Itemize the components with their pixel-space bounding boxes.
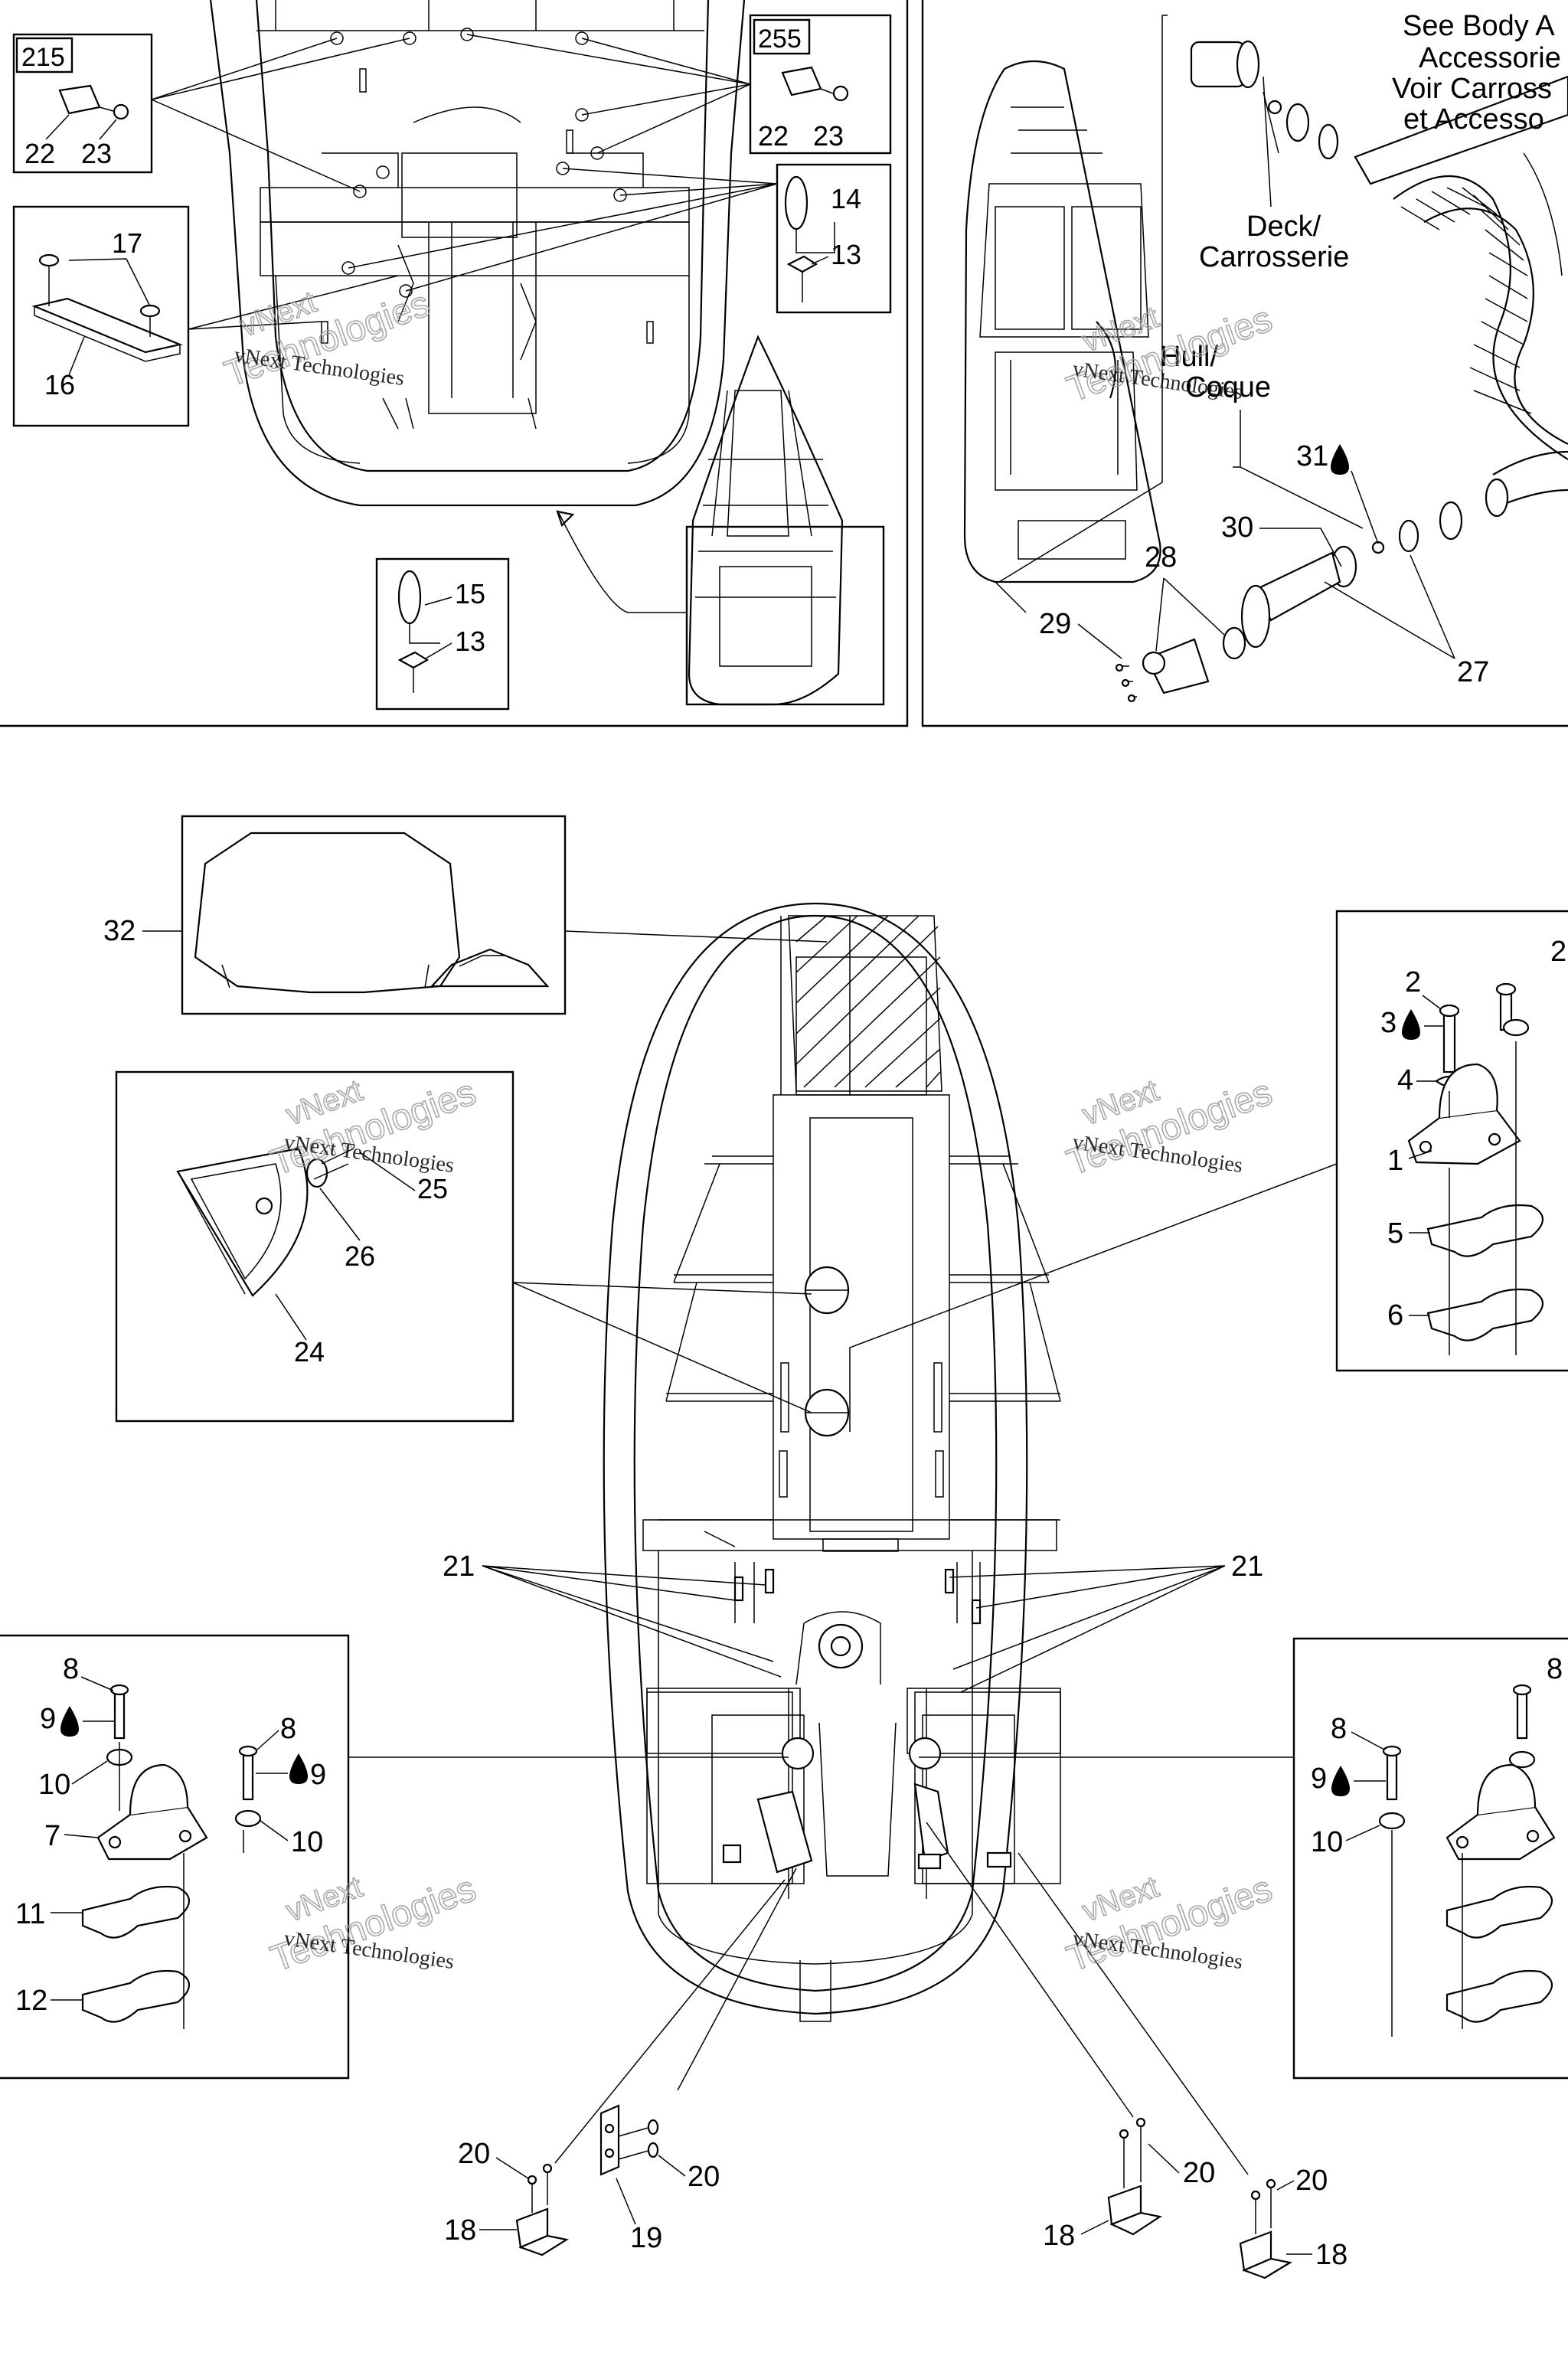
engine-mount-right: 2 2 3 4 1 5 6 (849, 936, 1566, 1432)
see-body-line1: See Body A (1403, 10, 1555, 42)
callout-9: 9 (40, 1703, 56, 1735)
drain-hose-assembly (963, 60, 1161, 583)
main-hull-top-view (603, 902, 1061, 2022)
callout-box-14-13: 14 13 (776, 163, 892, 314)
callout-31: 31 (1296, 440, 1328, 472)
drop-icon (1402, 1009, 1420, 1040)
callout-box-255: 255 22 23 (749, 14, 892, 155)
callout-17: 17 (112, 227, 142, 259)
see-body-line4: et Accesso (1403, 103, 1544, 136)
callout-20: 20 (1295, 2165, 1328, 2197)
callout-8: 8 (1547, 1653, 1563, 1685)
hatched-storage-area (788, 915, 942, 1092)
callout-32: 32 (103, 915, 136, 947)
callout-20: 20 (688, 2161, 720, 2193)
callout-22: 22 (758, 120, 789, 152)
cover-panel-32: 32 (103, 832, 828, 994)
callout-12: 12 (15, 1985, 47, 2017)
callout-30: 30 (1221, 511, 1253, 544)
callout-18: 18 (444, 2214, 476, 2247)
callout-19: 19 (630, 2222, 662, 2254)
callout-23: 23 (81, 138, 112, 169)
callout-box-215: 215 22 23 (12, 33, 153, 174)
label-hull-fr: Coque (1185, 371, 1271, 404)
callout-21: 21 (1231, 1551, 1263, 1583)
leader-lines-22-23-left (151, 38, 410, 192)
leader-lines-17-16 (188, 275, 399, 330)
callout-3: 3 (1380, 1007, 1396, 1039)
bracket-24-panel: 25 26 24 (176, 1147, 812, 1413)
callout-11: 11 (15, 1898, 45, 1930)
leader-lines-14-13 (348, 168, 778, 292)
callout-box-15-13: 15 13 (375, 557, 510, 711)
callout-1: 1 (1387, 1145, 1403, 1177)
drop-icon (289, 1753, 308, 1784)
callout-21: 21 (443, 1551, 475, 1583)
callout-8: 8 (280, 1713, 296, 1745)
callout-20: 20 (458, 2138, 490, 2170)
engine-mount-left: 8 9 10 8 9 10 7 11 12 (15, 1653, 789, 2029)
callout-10: 10 (291, 1826, 323, 1858)
bottom-brackets: 20 18 20 19 20 18 20 18 (444, 1822, 1348, 2279)
callout-9: 9 (1311, 1763, 1327, 1795)
hose-fittings (1115, 40, 1568, 703)
callout-2: 2 (1405, 966, 1421, 998)
leader-lines-22-23-right (466, 34, 751, 154)
callouts-right-top: Deck/ Carrosserie Hull/ Coque See Body A… (1039, 10, 1563, 688)
mini-hull-inset (556, 335, 885, 706)
callout-9: 9 (310, 1759, 326, 1791)
callout-26: 26 (345, 1240, 375, 1272)
callout-14: 14 (831, 183, 861, 214)
label-deck-fr: Carrosserie (1199, 241, 1349, 273)
callout-4: 4 (1397, 1064, 1413, 1096)
callout-15: 15 (455, 578, 485, 609)
callout-6: 6 (1387, 1299, 1403, 1332)
label-255: 255 (758, 25, 802, 54)
callout-5: 5 (1387, 1217, 1403, 1250)
callout-10: 10 (38, 1769, 70, 1801)
hull-interior-view (209, 0, 746, 507)
watermarks: vNext Technologies vNext Technologies vN… (219, 283, 1278, 1980)
callout-13: 13 (455, 626, 485, 657)
leader-lines-deck-hull (995, 15, 1364, 613)
label-hull-en: Hull/ (1160, 341, 1218, 373)
label-deck-en: Deck/ (1246, 211, 1321, 243)
callout-18: 18 (1315, 2239, 1348, 2271)
callout-2: 2 (1550, 936, 1566, 968)
callout-23: 23 (813, 120, 844, 152)
callout-22: 22 (24, 138, 55, 169)
callout-13: 13 (831, 239, 861, 270)
drop-icon (1331, 444, 1349, 475)
callout-10: 10 (1311, 1826, 1343, 1858)
callout-7: 7 (44, 1820, 60, 1852)
see-body-line3: Voir Carross (1392, 73, 1552, 105)
callout-28: 28 (1145, 541, 1177, 573)
callout-24: 24 (294, 1336, 325, 1368)
callout-25: 25 (417, 1173, 448, 1204)
callout-20: 20 (1183, 2157, 1215, 2189)
callout-8: 8 (1331, 1713, 1347, 1745)
callout-18: 18 (1043, 2220, 1075, 2252)
callout-box-17-16: 17 16 (12, 205, 190, 427)
callout-27: 27 (1457, 656, 1489, 688)
callout-29: 29 (1039, 608, 1071, 640)
panel-frames (0, 0, 1568, 2080)
see-body-line2: Accessorie (1419, 42, 1561, 74)
label-215: 215 (21, 43, 65, 72)
drop-icon (1331, 1766, 1350, 1796)
callout-21-group: 21 21 (443, 1551, 1263, 1693)
callout-16: 16 (44, 369, 75, 400)
callout-8: 8 (63, 1653, 79, 1685)
drop-icon (60, 1706, 79, 1737)
engine-mount-right-lower: 8 9 10 8 (919, 1653, 1563, 2037)
